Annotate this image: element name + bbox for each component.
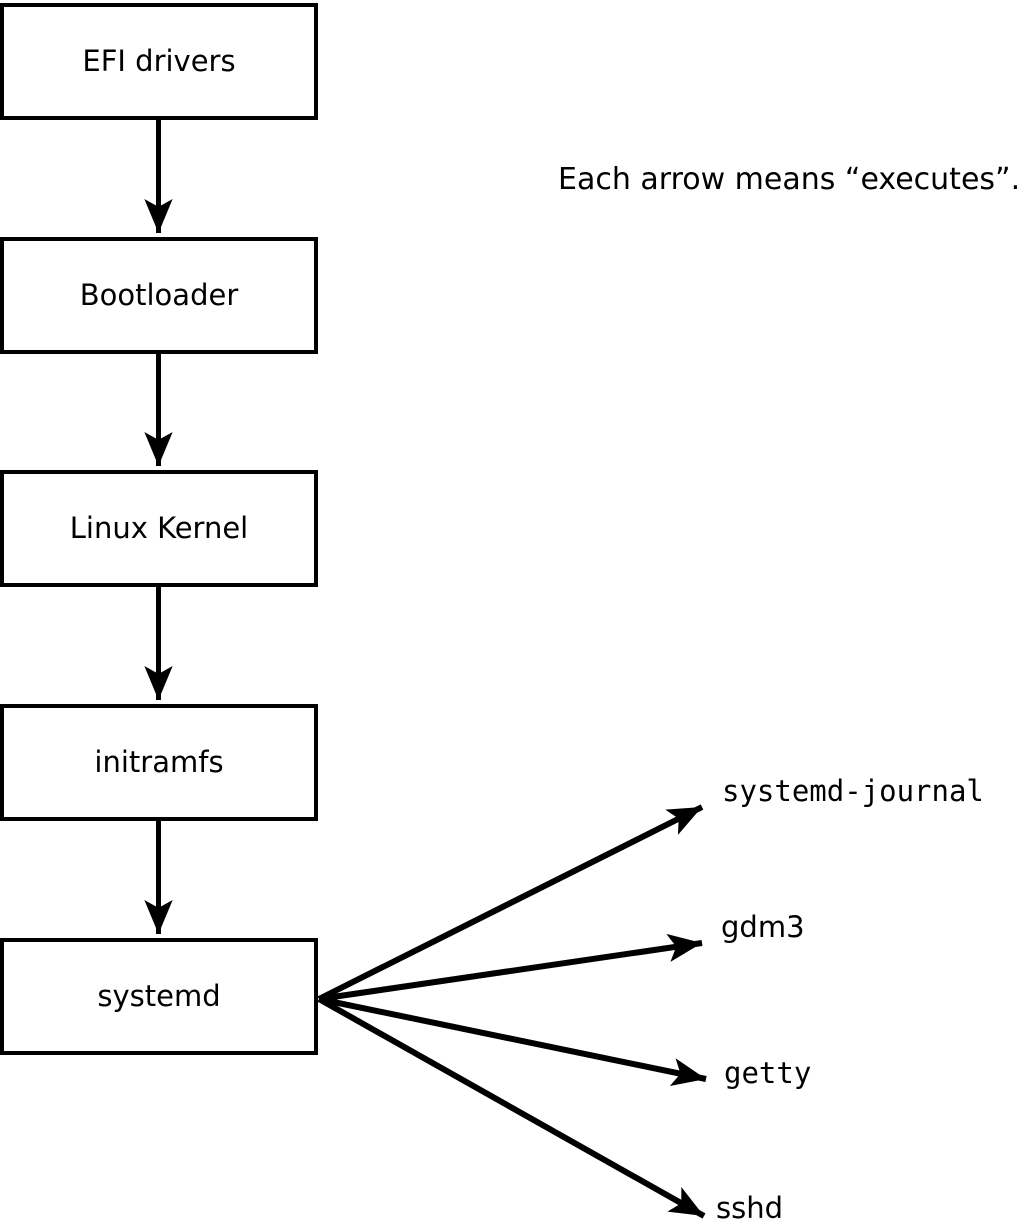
arrow-systemd-to-gdm3 [318, 933, 703, 1002]
branch-label-getty: getty [724, 1056, 812, 1090]
node-efi-drivers: EFI drivers [0, 3, 318, 120]
node-initramfs: initramfs [0, 704, 318, 821]
arrow-systemd-to-systemd-journal [317, 804, 704, 1002]
node-efi-drivers-label: EFI drivers [82, 44, 236, 78]
arrow-systemd-to-getty [318, 996, 707, 1086]
branch-label-sshd: sshd [716, 1191, 784, 1225]
node-bootloader-label: Bootloader [79, 278, 239, 312]
branch-label-systemd-journal: systemd-journal [722, 774, 984, 808]
annotation-arrow-meaning: Each arrow means “executes”. [558, 162, 1021, 197]
arrow-systemd-to-sshd [317, 996, 706, 1219]
node-systemd-label: systemd [97, 979, 221, 1013]
branch-label-gdm3: gdm3 [721, 910, 805, 944]
node-linux-kernel: Linux Kernel [0, 470, 318, 587]
node-initramfs-label: initramfs [94, 745, 224, 779]
node-linux-kernel-label: Linux Kernel [69, 511, 249, 545]
node-bootloader: Bootloader [0, 237, 318, 354]
node-systemd: systemd [0, 938, 318, 1055]
